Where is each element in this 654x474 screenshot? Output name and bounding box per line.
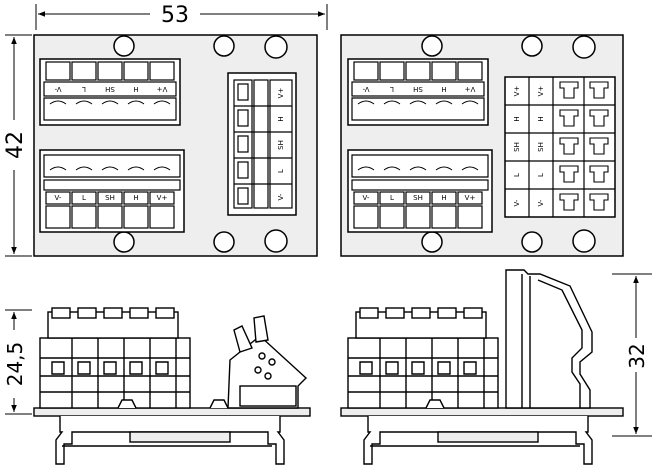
side-view-left bbox=[33, 307, 311, 465]
dimension-side-left-label: 24,5 bbox=[3, 342, 27, 387]
side-view-right bbox=[340, 269, 624, 465]
dimension-height: 42 bbox=[3, 34, 32, 257]
connector-block-side: V+ H SH L V- bbox=[227, 72, 297, 216]
dimension-side-right-label: 32 bbox=[625, 343, 649, 368]
connector-block-lower-b: V- L SH H V+ bbox=[347, 149, 493, 233]
label-vert-b-1a: V+ bbox=[513, 86, 521, 97]
label-side-3: SH bbox=[277, 140, 285, 150]
connector-block-lower: V- L SH H V+ bbox=[39, 149, 185, 233]
top-view-left: V- L SH H V+ V- L SH bbox=[33, 34, 318, 257]
label-upper-1: V- bbox=[54, 85, 61, 93]
label-upper-b-2: L bbox=[390, 85, 394, 93]
label-side-4: L bbox=[277, 169, 285, 173]
label-lower-4: H bbox=[133, 194, 138, 202]
label-lower-2: L bbox=[82, 194, 86, 202]
label-vert-b-2b: H bbox=[537, 116, 545, 121]
label-vert-b-4a: L bbox=[513, 173, 521, 177]
label-upper-b-4: H bbox=[441, 85, 446, 93]
label-lower-5: V+ bbox=[157, 194, 168, 202]
dimension-side-left: 24,5 bbox=[3, 309, 32, 415]
label-vert-b-5b: V- bbox=[537, 199, 545, 206]
dimension-height-label: 42 bbox=[3, 131, 28, 159]
label-upper-b-1: V- bbox=[362, 85, 369, 93]
connector-block-vertical-b: V+ V+ H H SH SH L L V- V- bbox=[504, 76, 616, 218]
top-view-right: V- L SH H V+ V- L SH H bbox=[340, 34, 624, 257]
label-lower-b-5: V+ bbox=[465, 194, 476, 202]
label-lower-b-2: L bbox=[390, 194, 394, 202]
label-vert-b-4b: L bbox=[537, 173, 545, 177]
label-lower-b-4: H bbox=[441, 194, 446, 202]
label-upper-4: H bbox=[133, 85, 138, 93]
label-vert-b-3b: SH bbox=[537, 142, 545, 152]
label-lower-3: SH bbox=[105, 194, 115, 202]
label-upper-b-5: V+ bbox=[465, 85, 476, 93]
connector-block-upper: V- L SH H V+ bbox=[39, 58, 181, 126]
label-lower-b-3: SH bbox=[413, 194, 423, 202]
label-upper-5: V+ bbox=[157, 85, 168, 93]
label-vert-b-2a: H bbox=[513, 116, 521, 121]
dimension-width-label: 53 bbox=[161, 3, 189, 28]
label-lower-b-1: V- bbox=[363, 194, 370, 202]
label-upper-b-3: SH bbox=[413, 85, 423, 93]
label-side-5: V- bbox=[277, 193, 285, 200]
label-side-1: V+ bbox=[277, 88, 285, 99]
dimension-side-right: 32 bbox=[612, 273, 652, 437]
dimension-width: 53 bbox=[35, 3, 328, 30]
label-vert-b-5a: V- bbox=[513, 199, 521, 206]
connector-block-upper-b: V- L SH H V+ bbox=[347, 58, 489, 126]
label-vert-b-3a: SH bbox=[513, 142, 521, 152]
label-upper-2: L bbox=[82, 85, 86, 93]
label-side-2: H bbox=[277, 116, 285, 121]
label-vert-b-1b: V+ bbox=[537, 86, 545, 97]
label-lower-1: V- bbox=[55, 194, 62, 202]
label-upper-3: SH bbox=[105, 85, 115, 93]
